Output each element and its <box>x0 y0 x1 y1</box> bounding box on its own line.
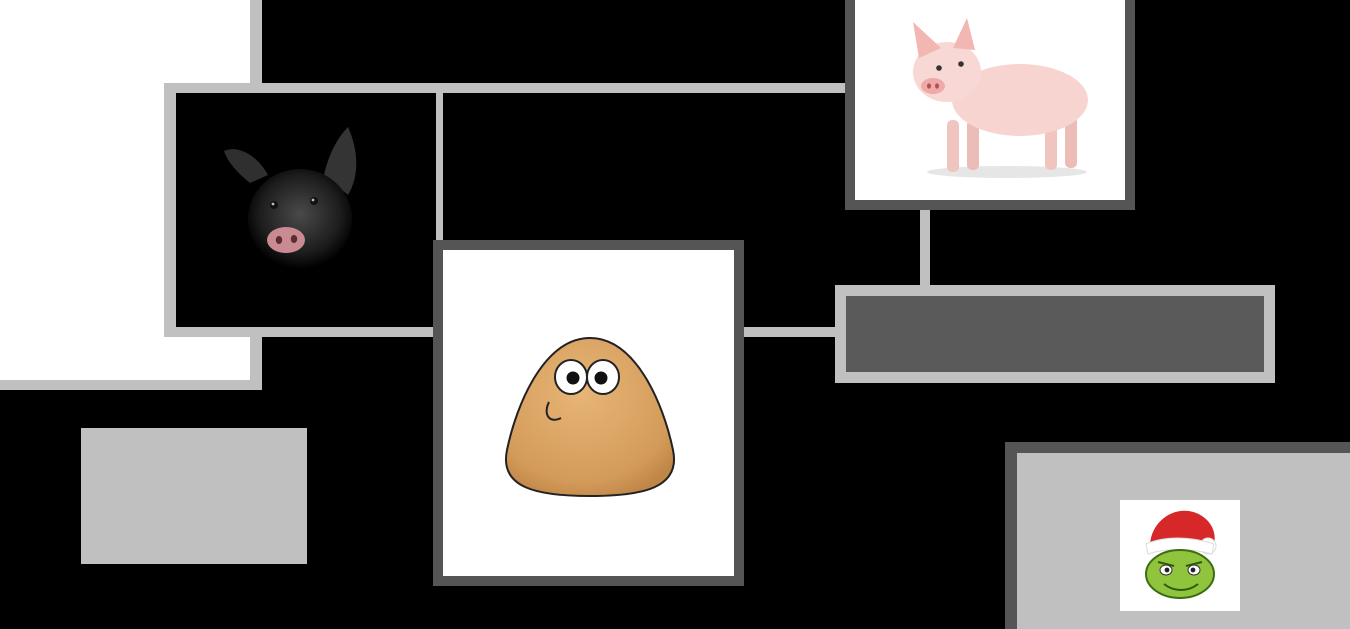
grinch-santa-hat-icon <box>1145 510 1217 599</box>
pou-character-icon <box>504 336 676 498</box>
grinch-tile[interactable] <box>1120 500 1240 611</box>
black-pig-head-icon <box>224 127 357 269</box>
connector-top <box>262 83 852 93</box>
dark-bar-panel[interactable] <box>846 296 1264 372</box>
gray-block[interactable] <box>81 428 307 564</box>
pink-piglet-icon <box>913 18 1088 178</box>
pou-card[interactable] <box>443 250 734 576</box>
connector-vertical <box>920 205 930 290</box>
pink-pig-card[interactable] <box>855 0 1125 200</box>
black-pig-panel[interactable] <box>176 93 436 327</box>
